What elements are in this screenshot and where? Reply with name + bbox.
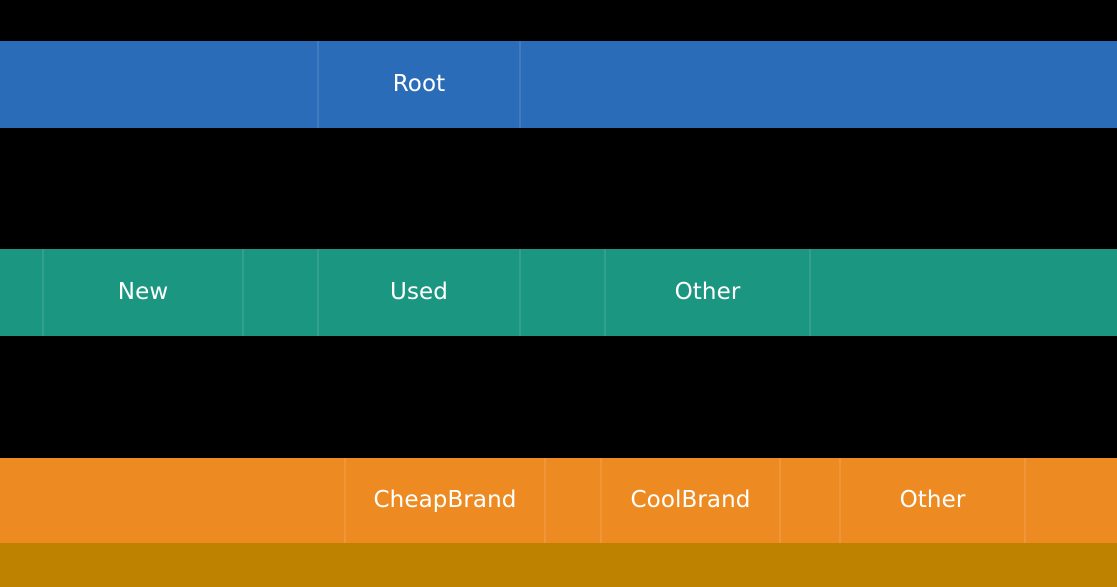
icicle-node-label: Other — [674, 279, 741, 305]
icicle-node-unlabeled-3-0[interactable] — [0, 543, 1117, 587]
icicle-node-unlabeled-2-0[interactable] — [0, 458, 345, 543]
icicle-node-unlabeled-2-4[interactable] — [780, 458, 840, 543]
icicle-node-unlabeled-1-6[interactable] — [810, 249, 1117, 336]
icicle-node-label: Root — [392, 71, 446, 97]
icicle-node-unlabeled-2-2[interactable] — [545, 458, 601, 543]
icicle-node-unlabeled-1-0[interactable] — [0, 249, 43, 336]
icicle-node-label: CoolBrand — [630, 487, 751, 513]
icicle-node-label: Used — [390, 279, 448, 305]
icicle-node-other[interactable]: Other — [605, 249, 810, 336]
icicle-level-brand-level: CheapBrand CoolBrand Other — [0, 458, 1117, 543]
icicle-level-leaf-level — [0, 543, 1117, 587]
icicle-node-cheapbrand[interactable]: CheapBrand — [345, 458, 545, 543]
icicle-node-other[interactable]: Other — [840, 458, 1025, 543]
icicle-node-unlabeled-1-2[interactable] — [243, 249, 318, 336]
icicle-node-label: Other — [899, 487, 966, 513]
icicle-node-label: CheapBrand — [373, 487, 517, 513]
icicle-node-new[interactable]: New — [43, 249, 243, 336]
icicle-node-label: New — [117, 279, 169, 305]
icicle-node-root[interactable]: Root — [318, 41, 520, 128]
icicle-node-unlabeled-1-4[interactable] — [520, 249, 605, 336]
icicle-level-condition-level: New Used Other — [0, 249, 1117, 336]
icicle-node-unlabeled-0-2[interactable] — [520, 41, 1117, 128]
icicle-level-root-level: Root — [0, 41, 1117, 128]
icicle-node-unlabeled-2-6[interactable] — [1025, 458, 1117, 543]
icicle-node-unlabeled-0-0[interactable] — [0, 41, 318, 128]
icicle-node-used[interactable]: Used — [318, 249, 520, 336]
icicle-node-coolbrand[interactable]: CoolBrand — [601, 458, 780, 543]
